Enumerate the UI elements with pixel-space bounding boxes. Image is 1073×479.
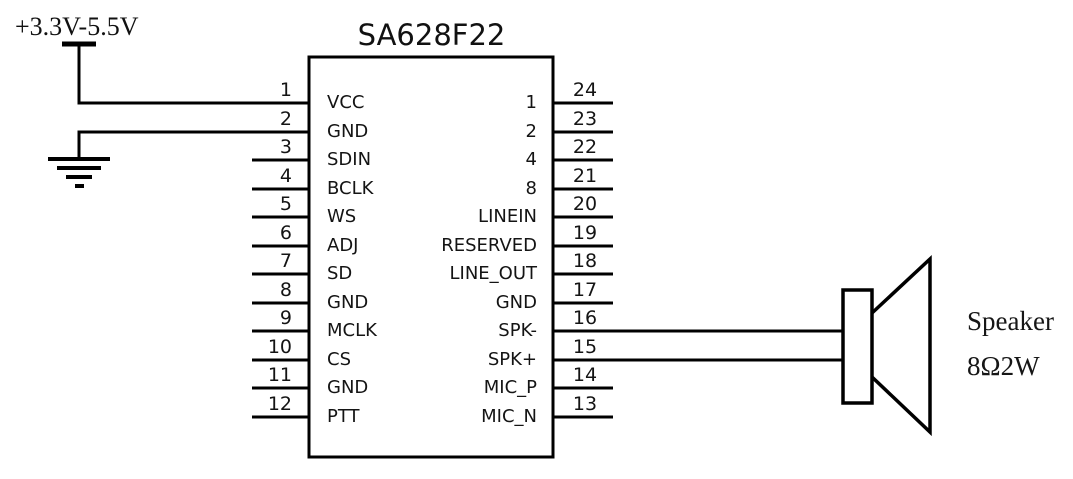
pin-number: 9 — [279, 307, 292, 329]
left-pin-stubs — [252, 158, 309, 419]
power-supply-label: +3.3V-5.5V — [15, 12, 139, 41]
pin-number: 18 — [572, 250, 598, 272]
pin-label: SPK- — [498, 320, 537, 341]
pin-number: 23 — [572, 108, 598, 130]
speaker-label: Speaker — [967, 306, 1054, 336]
pin-number: 13 — [572, 393, 598, 415]
pin-number: 21 — [572, 165, 598, 187]
speaker-symbol — [841, 254, 932, 437]
pin-number: 1 — [279, 79, 292, 101]
pin-label: PTT — [327, 406, 360, 427]
pin-label: GND — [327, 121, 369, 142]
pin-number: 15 — [572, 336, 598, 358]
pin-label: BCLK — [327, 178, 374, 199]
pin-number: 16 — [572, 307, 598, 329]
pin-number: 17 — [572, 279, 598, 301]
pin-label: CS — [327, 349, 351, 370]
pin-number: 3 — [279, 136, 292, 158]
pin-number: 4 — [279, 165, 292, 187]
pin-number: 10 — [267, 336, 292, 358]
pin-label: GND — [327, 292, 369, 313]
pin-number: 7 — [279, 250, 292, 272]
speaker-rating: 8Ω2W — [967, 351, 1040, 381]
pin-number: 24 — [572, 79, 598, 101]
pin-label: 8 — [525, 178, 537, 199]
wire-gnd — [77, 130, 309, 159]
pin-label: GND — [495, 292, 537, 313]
chip-outline — [307, 55, 555, 459]
pin-number: 14 — [572, 364, 598, 386]
pin-number: 11 — [267, 364, 292, 386]
pin-label: GND — [327, 377, 369, 398]
right-pin-stubs — [553, 101, 613, 419]
pin-number: 6 — [279, 222, 292, 244]
pin-number: 2 — [279, 108, 292, 130]
pin-label: 1 — [525, 92, 537, 113]
ground-symbol — [48, 157, 110, 188]
pin-number: 8 — [279, 279, 292, 301]
pin-label: MIC_P — [483, 377, 537, 398]
pin-label: ADJ — [327, 235, 359, 256]
pin-label: RESERVED — [441, 235, 537, 256]
pin-number: 22 — [572, 136, 598, 158]
pin-label: VCC — [327, 92, 365, 113]
pin-label: WS — [327, 206, 357, 227]
pin-label: SPK+ — [487, 349, 537, 370]
pin-number: 19 — [572, 222, 598, 244]
pin-label: SD — [327, 263, 353, 284]
pin-number: 12 — [267, 393, 292, 415]
pin-label: SDIN — [327, 149, 372, 170]
pin-label: 4 — [525, 149, 537, 170]
pin-number: 5 — [279, 193, 292, 215]
pin-label: LINE_OUT — [449, 263, 537, 284]
pin-number: 20 — [572, 193, 598, 215]
pin-label: 2 — [525, 121, 537, 142]
wire-vcc — [77, 44, 309, 105]
pin-label: LINEIN — [478, 206, 537, 227]
chip-title: SA628F22 — [357, 18, 506, 52]
pin-label: MIC_N — [481, 406, 537, 427]
pin-label: MCLK — [327, 320, 377, 341]
